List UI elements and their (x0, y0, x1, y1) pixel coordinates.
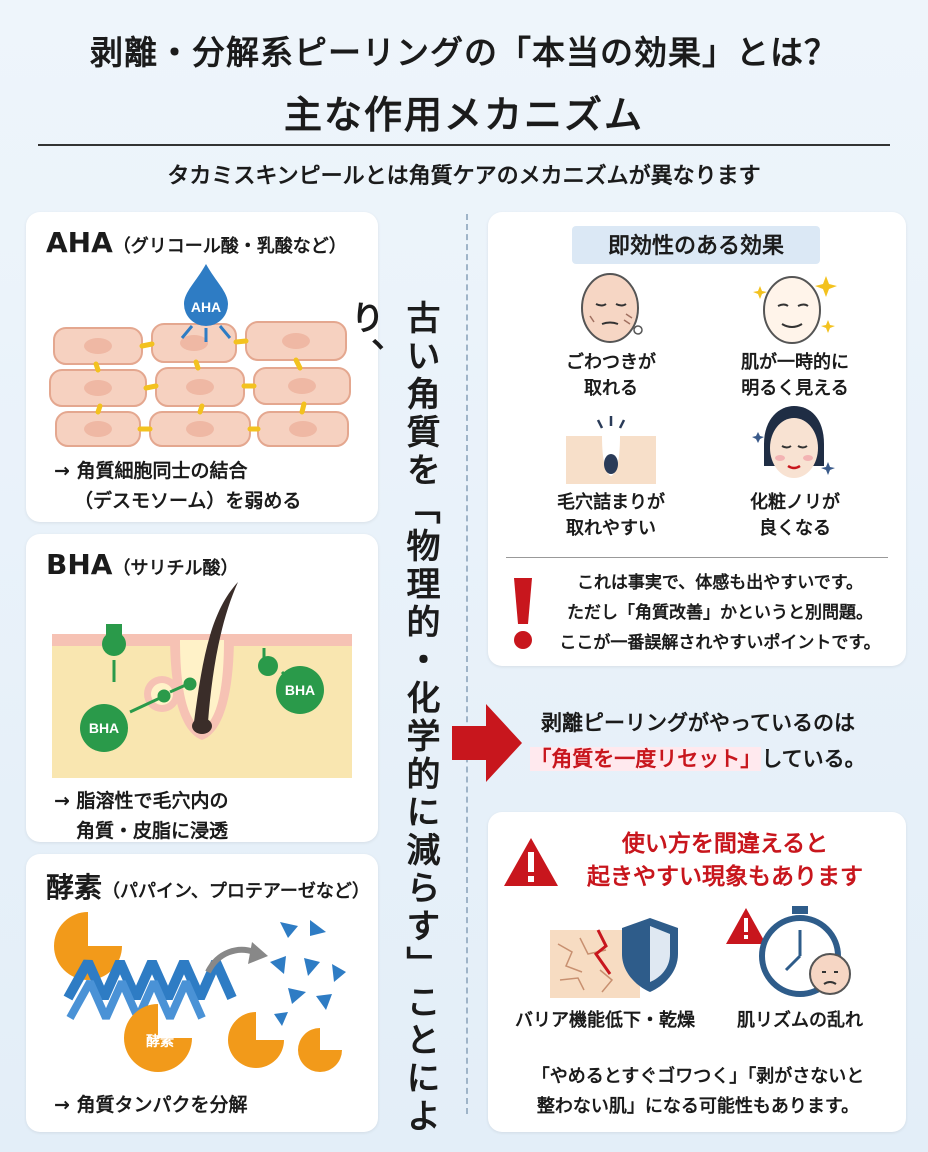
immediate-divider (506, 557, 888, 558)
center-vertical-text: 古い角質を「物理的・化学的に減らす」ことにより、 (344, 300, 440, 1136)
warning-triangle-icon (504, 838, 558, 886)
reset-message: 剥離ピーリングがやっているのは 「角質を一度リセット」している。 (530, 711, 866, 771)
svg-text:AHA: AHA (191, 299, 221, 315)
effect-pore: 毛穴詰まりが 取れやすい (557, 492, 665, 539)
caution-title: 使い方を間違えると 起きやすい現象もあります (587, 831, 863, 890)
svg-text:BHA: BHA (285, 682, 315, 698)
header-divider (38, 144, 890, 146)
effect-rough: ごわつきが 取れる (566, 352, 656, 399)
bha-pore-illustration: BHA BHA (52, 582, 352, 778)
enzyme-name: 酵素 (46, 871, 103, 904)
bha-note-line2: 角質・皮脂に浸透 (76, 820, 229, 842)
bright-face-icon (753, 276, 837, 344)
immediate-badge-bg (572, 226, 820, 264)
bha-note-line1: → 脂溶性で毛穴内の (54, 790, 229, 812)
enzyme-examples: （パパイン、プロテアーゼなど） (102, 881, 370, 902)
aha-examples: （グリコール酸・乳酸など） (112, 236, 347, 257)
caution-item-barrier: バリア機能低下・乾燥 (515, 1010, 695, 1031)
svg-text:酵素: 酵素 (146, 1033, 174, 1050)
caution-item-rhythm: 肌リズムの乱れ (737, 1010, 863, 1031)
bha-examples: （サリチル酸） (112, 558, 239, 579)
aha-name: AHA (46, 226, 113, 259)
enzyme-illustration: 酵素 (54, 912, 346, 1072)
page-title-sub: 主な作用メカニズム (283, 93, 644, 137)
immediate-badge: 即効性のある効果 (607, 234, 784, 259)
pore-icon (566, 416, 656, 484)
immediate-effects-card (488, 212, 906, 666)
rough-face-icon (581, 273, 643, 343)
enzyme-heading: 酵素（パパイン、プロテアーゼなど） (46, 866, 370, 906)
svg-text:BHA: BHA (89, 720, 119, 736)
bha-heading: BHA（サリチル酸） (46, 548, 238, 581)
enzyme-note: → 角質タンパクを分解 (54, 1094, 248, 1116)
clock-face-icon (726, 906, 851, 997)
effect-bright: 肌が一時的に 明るく見える (741, 352, 849, 399)
aha-note-line1: → 角質細胞同士の結合 (54, 460, 248, 482)
page-title: 剥離・分解系ピーリングの「本当の効果」とは？ (90, 33, 838, 72)
cracked-skin-shield-icon (550, 918, 678, 998)
bha-note: → 脂溶性で毛穴内の 角質・皮脂に浸透 (54, 786, 229, 846)
immediate-warning: これは事実で、体感も出やすいです。 ただし「角質改善」かというと別問題。 ここが… (559, 573, 881, 653)
effect-makeup: 化粧ノリが 良くなる (750, 492, 840, 539)
center-divider (466, 214, 468, 1114)
aha-heading: AHA（グリコール酸・乳酸など） (46, 226, 347, 259)
aha-note: → 角質細胞同士の結合 （デスモソーム）を弱める (54, 456, 301, 516)
makeup-face-icon (752, 406, 835, 478)
reset-highlight: 「角質を一度リセット」 (530, 747, 762, 771)
aha-note-line2: （デスモソーム）を弱める (74, 490, 302, 512)
aha-skin-illustration: AHA (49, 264, 351, 447)
bha-name: BHA (46, 548, 113, 581)
right-arrow-icon (452, 704, 522, 782)
exclamation-icon (514, 578, 532, 649)
page-subtitle: タカミスキンピールとは角質ケアのメカニズムが異なります (167, 164, 761, 189)
caution-bottom-text: 「やめるとすぐゴワつく」「剥がさないと 整わない肌」になる可能性もあります。 (531, 1066, 865, 1117)
